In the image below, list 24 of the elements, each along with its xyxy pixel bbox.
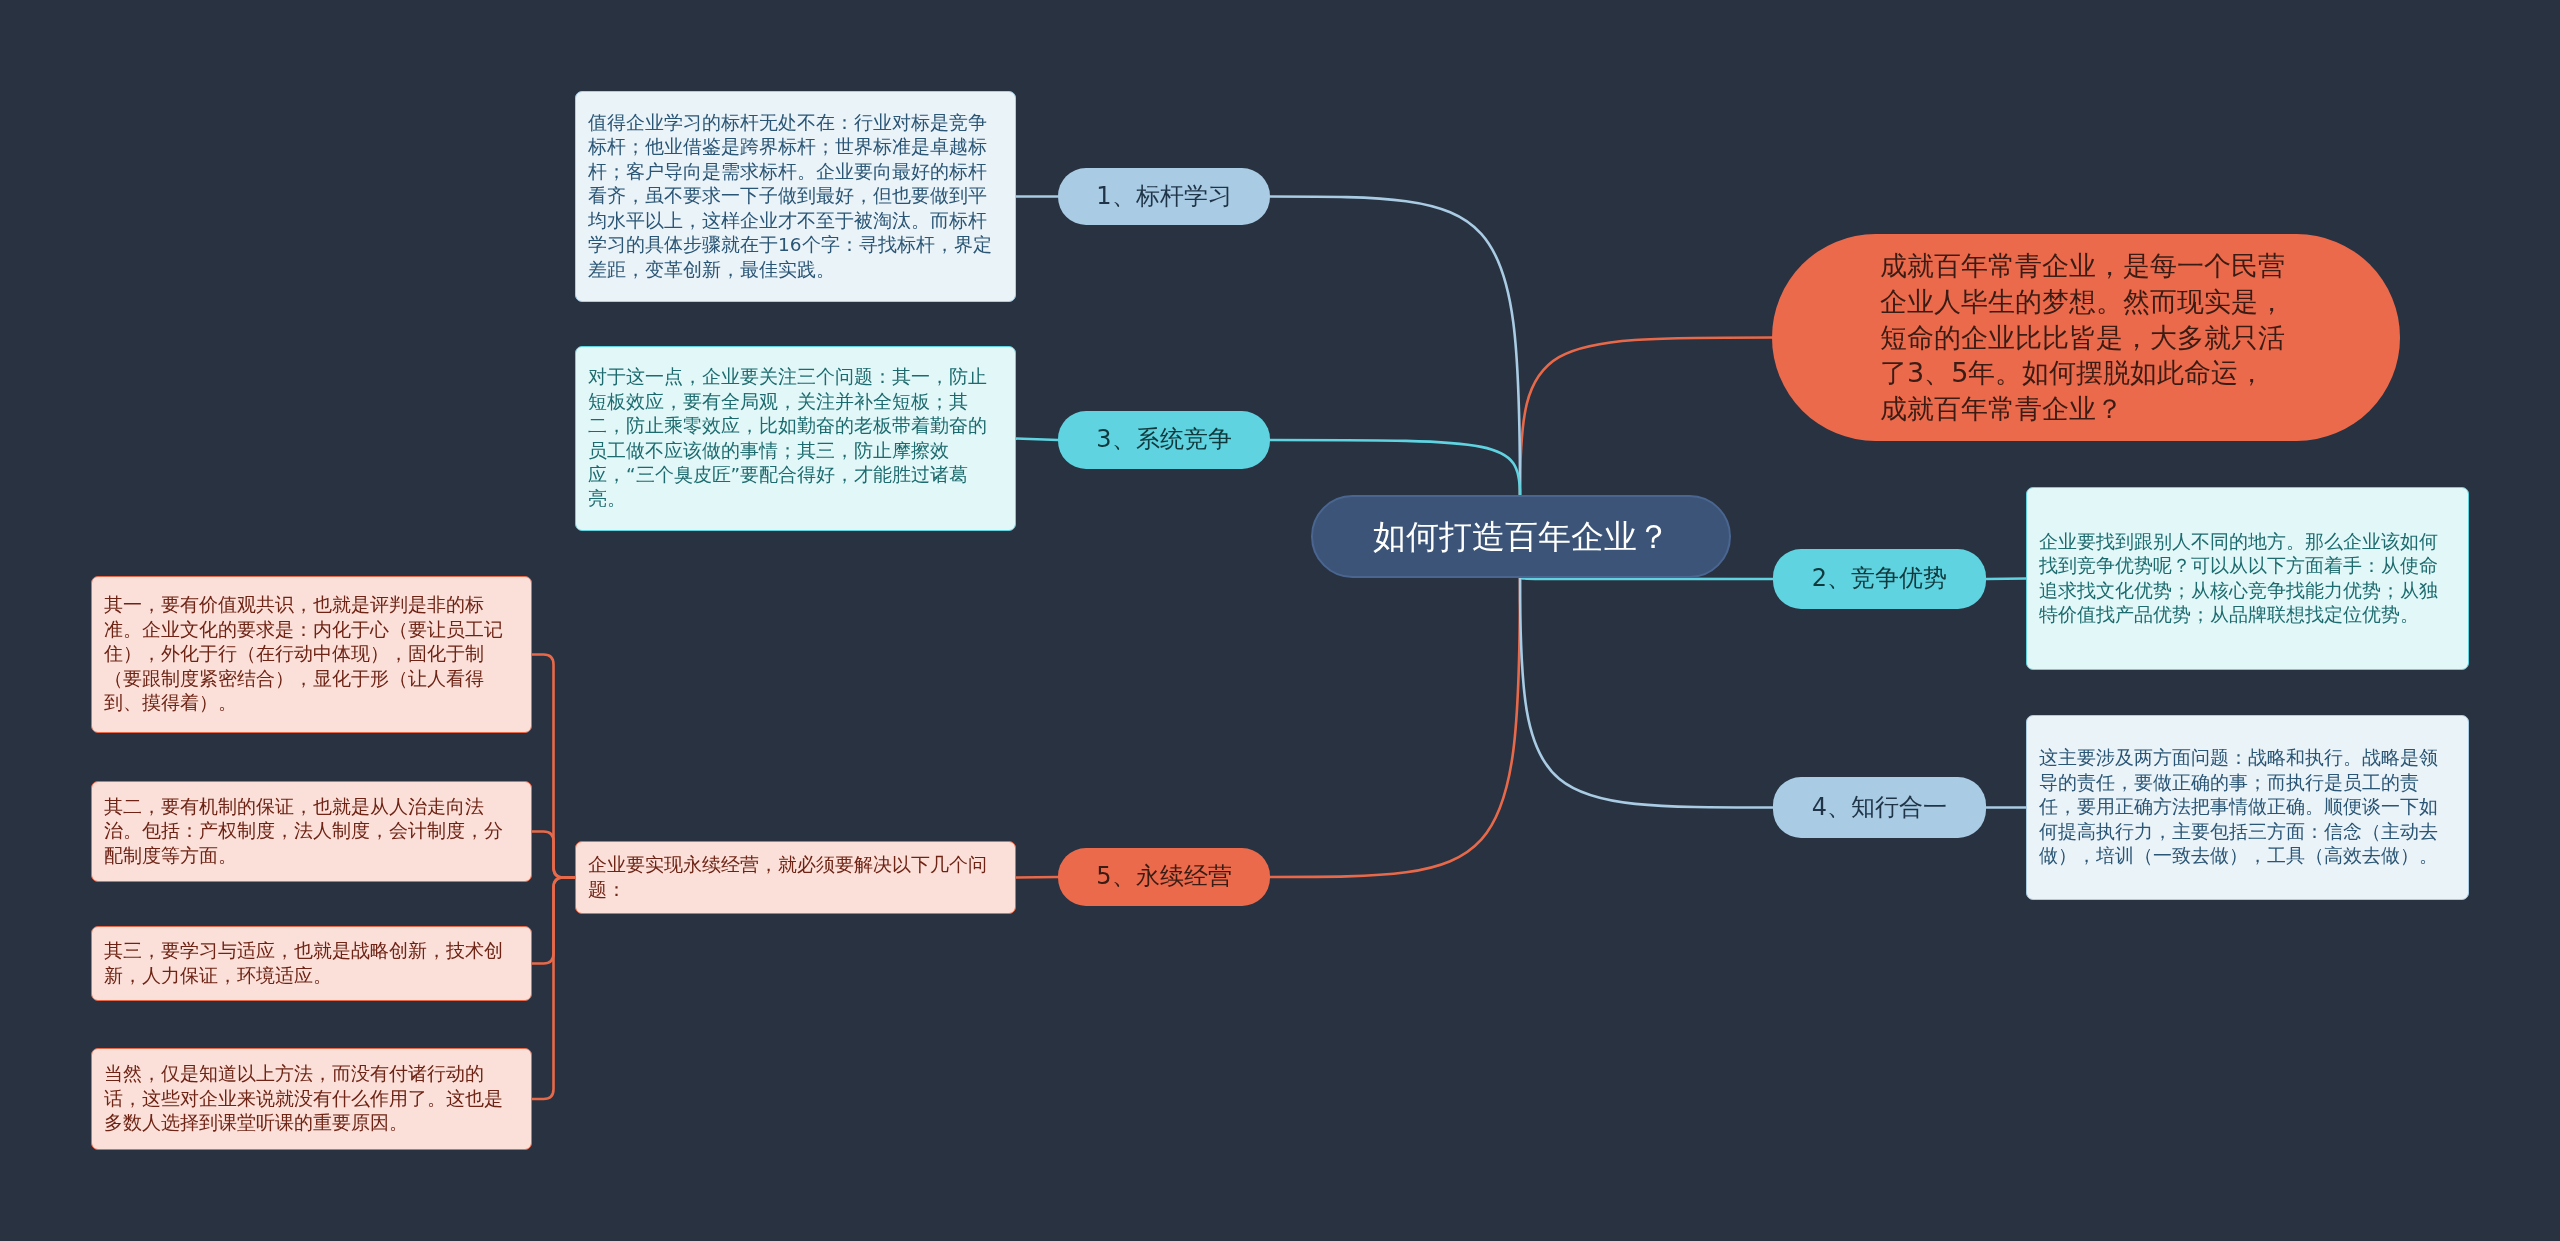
branch-pill: 4、知行合一 [1773,777,1986,838]
note-box: 对于这一点，企业要关注三个问题：其一，防止短板效应，要有全局观，关注并补全短板；其二，防止乘零效应，比如勤奋的老板带着勤奋的员工做不应该做的事情；其三，防止摩擦效应，“三个臭皮匠”要配合得好，才能胜过诸葛亮。 [575,346,1016,531]
connector [532,876,575,1101]
branch-pill: 5、永续经营 [1058,848,1270,906]
note-box: 企业要找到跟别人不同的地方。那么企业该如何找到竞争优势呢？可以从以下方面着手：从使命追求找文化优势；从核心竞争找能力优势；从独特价值找产品优势；从品牌联想找定位优势。 [2026,487,2469,670]
note-box: 其二，要有机制的保证，也就是从人治走向法治。包括：产权制度，法人制度，会计制度，分配制度等方面。 [91,781,532,882]
connector [1270,438,1522,496]
connector [1986,577,2026,581]
connector [1016,875,1058,879]
note-box: 当然，仅是知道以上方法，而没有付诸行动的话，这些对企业来说就没有什么作用了。这也是多数人选择到课堂听课的重要原因。 [91,1048,532,1150]
note-box: 其一，要有价值观共识，也就是评判是非的标准。企业文化的要求是：内化于心（要让员工记住），外化于行（在行动中体现），固化于制（要跟制度紧密结合），显化于形（让人看得到、摸得着）。 [91,576,532,733]
branch-pill: 1、标杆学习 [1058,168,1270,225]
note-box: 值得企业学习的标杆无处不在：行业对标是竞争标杆；他业借鉴是跨界标杆；世界标准是卓越标杆；客户导向是需求标杆。企业要向最好的标杆看齐，虽不要求一下子做到最好，但也要做到平均水平以上，这样企业才不至于被淘汰。而标杆学习的具体步骤就在于16个字：寻找标杆，界定差距，变革创新，最佳实践。 [575,91,1016,302]
connector [1518,578,1773,809]
note-box: 其三，要学习与适应，也就是战略创新，技术创新，人力保证，环境适应。 [91,926,532,1001]
branch-pill: 2、竞争优势 [1773,549,1986,609]
connector [1016,195,1058,198]
intro-bubble: 成就百年常青企业，是每一个民营企业人毕生的梦想。然而现实是，短命的企业比比皆是，大多就只活了3、5年。如何摆脱如此命运，成就百年常青企业？ [1772,234,2400,441]
connector [1015,437,1059,442]
branch-pill: 3、系统竞争 [1058,411,1270,469]
central-topic-bubble: 如何打造百年企业？ [1311,495,1731,578]
note-box: 企业要实现永续经营，就必须要解决以下几个问题： [575,841,1016,914]
connector [1519,576,1773,581]
note-box: 这主要涉及两方面问题：战略和执行。战略是领导的责任，要做正确的事；而执行是员工的责任，要用正确方法把事情做正确。顺便谈一下如何提高执行力，主要包括三方面：信念（主动去做），培训（一致去做），工具（高效去做）。 [2026,715,2469,900]
